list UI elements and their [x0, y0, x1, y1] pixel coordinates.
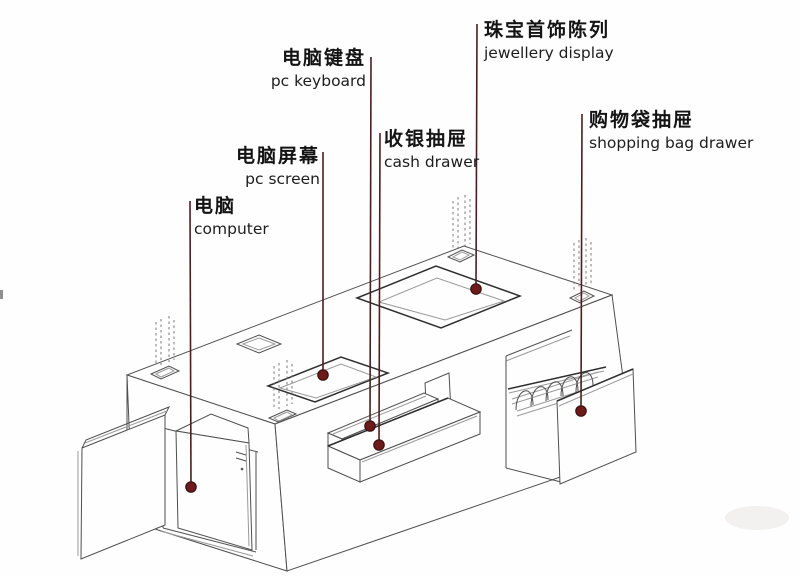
cable-hole	[235, 334, 283, 354]
label-computer-en: computer	[194, 220, 269, 238]
leader-line-shopping-bag-drawer	[580, 113, 583, 412]
label-computer-zh: 电脑	[194, 195, 237, 217]
label-shopping-bag-drawer-zh: 购物袋抽屉	[589, 109, 695, 131]
jewellery-recess	[354, 265, 523, 329]
drive-slots	[235, 451, 247, 462]
label-pc-keyboard-zh: 电脑键盘	[281, 47, 366, 69]
label-shopping-bag-drawer: 购物袋抽屉 shopping bag drawer	[589, 109, 754, 153]
label-shopping-bag-drawer-en: shopping bag drawer	[589, 134, 754, 152]
leader-dot-jewellery-display	[470, 283, 482, 295]
label-pc-keyboard: 电脑键盘 pc keyboard	[270, 47, 366, 91]
pc-tower	[174, 413, 253, 551]
label-cash-drawer-zh: 收银抽屉	[384, 128, 469, 150]
cash-drawer-box	[326, 397, 482, 483]
leader-dot-cash-drawer	[373, 439, 385, 451]
leader-line-pc-keyboard	[369, 56, 372, 427]
label-pc-keyboard-en: pc keyboard	[270, 72, 366, 90]
slot-guides-back	[446, 195, 476, 263]
label-jewellery-display-en: jewellery display	[484, 44, 614, 62]
label-jewellery-display: 珠宝首饰陈列 jewellery display	[484, 19, 614, 63]
label-pc-screen: 电脑屏幕 pc screen	[235, 145, 320, 189]
open-door	[77, 406, 171, 560]
shopping-bag-drawer-box	[505, 329, 637, 485]
leader-line-computer	[189, 200, 192, 488]
power-led	[240, 467, 244, 471]
leader-dot-pc-keyboard	[364, 420, 376, 432]
slot-guides-left	[149, 316, 181, 380]
edge-artifact	[0, 290, 3, 299]
label-jewellery-display-zh: 珠宝首饰陈列	[484, 19, 611, 41]
floor-smudge	[725, 506, 789, 530]
leader-dot-shopping-bag-drawer	[575, 405, 587, 417]
label-computer: 电脑 computer	[194, 195, 269, 239]
bag-rails	[511, 371, 604, 417]
label-pc-screen-en: pc screen	[245, 170, 320, 188]
slot-guides-front	[267, 360, 298, 423]
leader-line-jewellery-display	[475, 23, 478, 290]
leader-line-cash-drawer	[378, 132, 381, 446]
leader-dot-pc-screen	[317, 369, 329, 381]
label-cash-drawer-en: cash drawer	[384, 153, 480, 171]
label-pc-screen-zh: 电脑屏幕	[235, 145, 320, 167]
leader-layer	[185, 23, 587, 493]
label-cash-drawer: 收银抽屉 cash drawer	[384, 128, 480, 172]
leader-dot-computer	[185, 481, 197, 493]
bag-handles	[515, 372, 594, 411]
